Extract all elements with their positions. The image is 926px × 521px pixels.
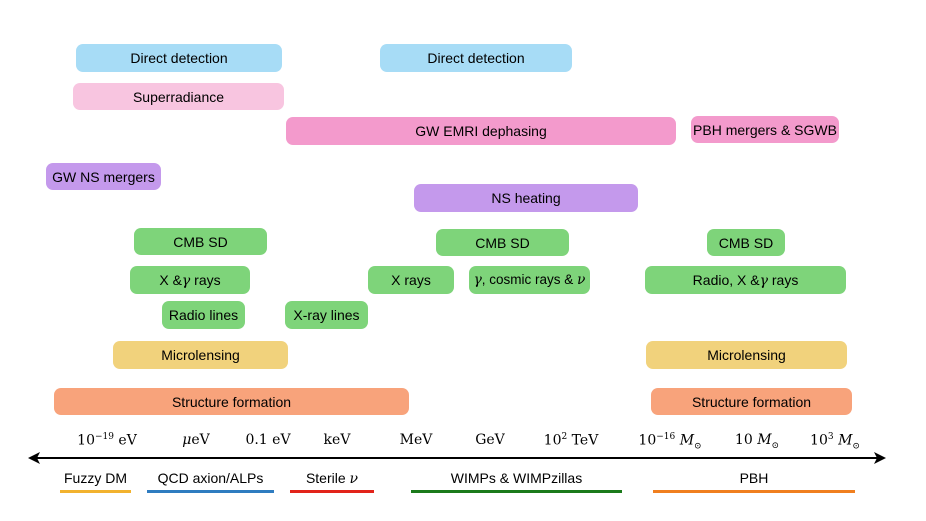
axis-tick-micro-ev: μeV bbox=[182, 432, 210, 448]
axis-tick-kev: keV bbox=[323, 432, 351, 448]
microlensing-box-2: Microlensing bbox=[646, 341, 847, 369]
gw-ns-mergers-box: GW NS mergers bbox=[46, 163, 161, 190]
sun-symbol: ⊙ bbox=[694, 441, 702, 452]
direct-detection-label-1: Direct detection bbox=[130, 50, 228, 66]
sun-symbol: ⊙ bbox=[771, 440, 780, 451]
tick-base: 10 bbox=[543, 432, 562, 449]
radio-x-prefix: Radio, X & bbox=[692, 271, 760, 288]
solar-mass-m: M bbox=[757, 432, 772, 448]
category-qcd-axion-line bbox=[147, 490, 274, 493]
axis-tick-1e-19-ev: 10−19 eV bbox=[77, 432, 137, 449]
ns-heating-label: NS heating bbox=[491, 190, 561, 206]
category-sterile-nu: Sterile ν bbox=[290, 470, 374, 487]
tick-base: 10 bbox=[810, 432, 828, 449]
axis-tick-0-1-ev: 0.1 eV bbox=[245, 432, 291, 448]
cmb-sd-box-2: CMB SD bbox=[436, 229, 569, 256]
ns-heating-box: NS heating bbox=[414, 184, 638, 212]
tick-base: 10 bbox=[638, 432, 657, 449]
gamma-symbol: γ bbox=[759, 272, 768, 289]
cmb-sd-label-1: CMB SD bbox=[173, 233, 228, 250]
gw-emri-label: GW EMRI dephasing bbox=[415, 123, 547, 139]
sterile-text: Sterile bbox=[305, 470, 350, 486]
tick-exponent: −19 bbox=[94, 432, 114, 442]
x-rays-label: X rays bbox=[391, 272, 431, 288]
microlensing-label-2: Microlensing bbox=[707, 347, 786, 363]
cosmic-rays-text: , cosmic rays & bbox=[481, 272, 574, 287]
axis-tick-mev: MeV bbox=[399, 432, 433, 448]
gw-ns-mergers-label: GW NS mergers bbox=[52, 168, 155, 185]
x-gamma-suffix: rays bbox=[190, 271, 221, 288]
micro-symbol: μ bbox=[182, 432, 192, 448]
solar-mass-m: M bbox=[838, 432, 853, 449]
cmb-sd-label-3: CMB SD bbox=[718, 234, 774, 251]
structure-formation-label-1: Structure formation bbox=[171, 393, 292, 410]
radio-x-suffix: rays bbox=[767, 271, 799, 288]
radio-lines-box: Radio lines bbox=[162, 301, 245, 329]
category-pbh: PBH bbox=[739, 470, 769, 486]
nu-symbol: ν bbox=[349, 471, 359, 487]
x-ray-lines-box: X-ray lines bbox=[285, 301, 368, 329]
structure-formation-box-2: Structure formation bbox=[651, 388, 852, 415]
cmb-sd-box-3: CMB SD bbox=[707, 229, 785, 256]
microlensing-box-1: Microlensing bbox=[113, 341, 288, 369]
tick-exponent: 2 bbox=[561, 432, 568, 442]
radio-x-gamma-rays-box: Radio, X &γ rays bbox=[645, 266, 846, 294]
gamma-cosmic-rays-nu-box: γ, cosmic rays & ν bbox=[469, 266, 590, 294]
x-gamma-prefix: X & bbox=[159, 271, 182, 288]
category-qcd-axion: QCD axion/ALPs bbox=[157, 470, 264, 486]
structure-formation-label-2: Structure formation bbox=[691, 393, 812, 410]
tick-exponent: 3 bbox=[827, 432, 834, 442]
gamma-symbol: γ bbox=[181, 272, 191, 289]
tick-unit: eV bbox=[113, 432, 137, 449]
nu-symbol: ν bbox=[577, 272, 586, 288]
category-sterile-nu-line bbox=[290, 490, 374, 493]
direct-detection-label-2: Direct detection bbox=[427, 50, 525, 66]
x-rays-box: X rays bbox=[368, 266, 454, 294]
solar-mass-m: M bbox=[679, 432, 695, 449]
tick-unit: eV bbox=[191, 432, 210, 448]
direct-detection-box-2: Direct detection bbox=[380, 44, 572, 72]
radio-x-gamma-rays-label: Radio, X &γ rays bbox=[693, 272, 799, 289]
tick-unit: TeV bbox=[567, 432, 599, 449]
microlensing-label-1: Microlensing bbox=[161, 347, 240, 363]
x-gamma-rays-box: X &γ rays bbox=[130, 266, 250, 294]
gamma-symbol: γ bbox=[473, 272, 482, 288]
pbh-mergers-box: PBH mergers & SGWB bbox=[691, 116, 839, 143]
category-wimps-line bbox=[411, 490, 622, 493]
category-pbh-line bbox=[653, 490, 855, 493]
category-fuzzy-dm-line bbox=[60, 490, 131, 493]
tick-base: 10 bbox=[77, 432, 95, 449]
category-wimps: WIMPs & WIMPzillas bbox=[450, 470, 583, 486]
x-ray-lines-label: X-ray lines bbox=[293, 307, 360, 323]
axis-tick-gev: GeV bbox=[475, 432, 505, 448]
superradiance-box: Superradiance bbox=[73, 83, 284, 110]
cmb-sd-box-1: CMB SD bbox=[134, 228, 267, 255]
sun-symbol: ⊙ bbox=[852, 441, 860, 452]
structure-formation-box-1: Structure formation bbox=[54, 388, 409, 415]
axis-tick-1e-16-msun: 10−16 M⊙ bbox=[638, 432, 701, 451]
mass-axis-arrow bbox=[28, 452, 886, 464]
radio-lines-label: Radio lines bbox=[168, 307, 239, 323]
superradiance-label: Superradiance bbox=[132, 88, 225, 105]
cmb-sd-label-2: CMB SD bbox=[475, 234, 530, 251]
gw-emri-box: GW EMRI dephasing bbox=[286, 117, 676, 145]
direct-detection-box-1: Direct detection bbox=[76, 44, 282, 72]
tick-base: 10 bbox=[734, 432, 758, 448]
axis-tick-1e3-msun: 103 M⊙ bbox=[810, 432, 860, 451]
axis-tick-1e2-tev: 102 TeV bbox=[544, 432, 599, 449]
pbh-mergers-label: PBH mergers & SGWB bbox=[693, 121, 837, 138]
x-gamma-rays-label: X &γ rays bbox=[159, 272, 220, 289]
tick-exponent: −16 bbox=[656, 432, 676, 442]
category-fuzzy-dm: Fuzzy DM bbox=[64, 470, 127, 486]
gamma-cosmic-rays-nu-label: γ, cosmic rays & ν bbox=[474, 272, 586, 288]
axis-tick-10-msun: 10 M⊙ bbox=[735, 432, 779, 451]
